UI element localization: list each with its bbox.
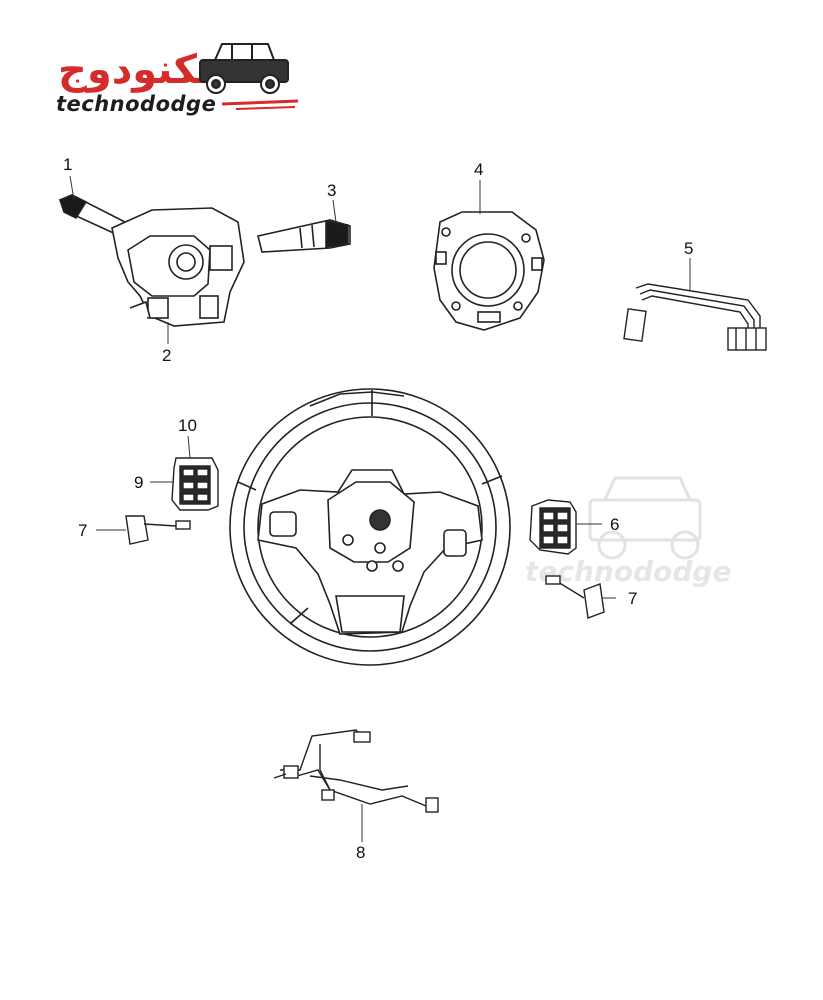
jeep-icon	[199, 43, 299, 110]
left-steering-switch	[171, 457, 219, 511]
logo-arabic-text: تكنودوج	[58, 47, 212, 93]
callout-8: 8	[356, 843, 366, 862]
callout-10: 10	[178, 416, 197, 435]
callout-1: 1	[63, 155, 73, 174]
wiring-harness-lower	[273, 729, 439, 813]
right-button-with-cable	[545, 575, 605, 619]
logo-latin-text: technododge	[56, 92, 217, 116]
callout-5: 5	[684, 239, 694, 258]
steering-wheel	[229, 388, 511, 666]
left-button-with-cable	[125, 515, 191, 545]
watermark-jeep-icon	[588, 476, 702, 560]
callout-7-right: 7	[628, 589, 638, 608]
callout-6: 6	[610, 515, 620, 534]
clockspring	[433, 211, 545, 331]
wiring-harness-upper	[623, 283, 767, 351]
right-steering-switch	[529, 499, 577, 555]
callout-9: 9	[134, 473, 144, 492]
multifunction-switch	[58, 194, 351, 327]
leader-lines	[69, 175, 691, 842]
callout-2: 2	[162, 346, 172, 365]
callout-3: 3	[327, 181, 337, 200]
callout-4: 4	[474, 160, 484, 179]
callout-7-left: 7	[78, 521, 88, 540]
